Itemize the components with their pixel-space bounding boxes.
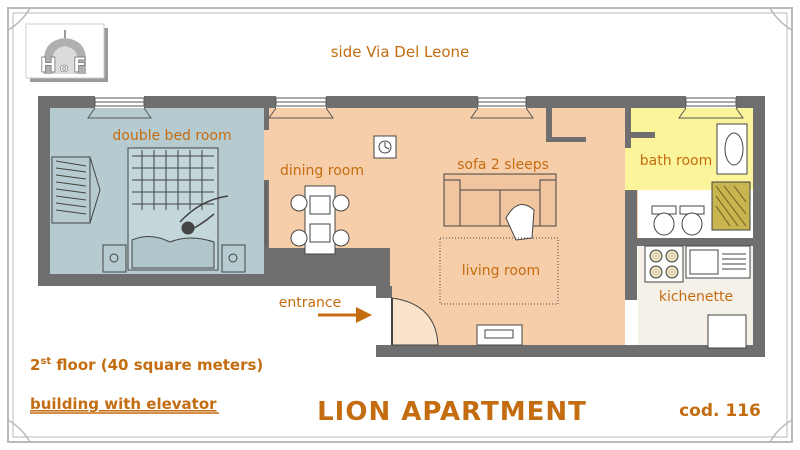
windows xyxy=(87,97,744,119)
apartment-title: LION APARTMENT xyxy=(317,397,587,427)
double-bed-icon xyxy=(127,147,229,271)
wardrobe-icon xyxy=(51,156,101,224)
floor-info: 2st floor (40 square meters) xyxy=(30,356,263,374)
label-bath-room: bath room xyxy=(640,153,713,169)
shower-tray-icon xyxy=(711,181,751,231)
clock-icon xyxy=(373,135,397,159)
rug-icon xyxy=(439,237,559,305)
window-dining xyxy=(268,97,334,119)
label-kitchenette: kichenette xyxy=(659,289,733,305)
street-label: side Via Del Leone xyxy=(331,43,470,61)
tv-cabinet-icon xyxy=(476,324,523,346)
bathtub-shower-icon xyxy=(716,123,748,175)
bidet-icon xyxy=(679,205,705,236)
dining-table-icon xyxy=(290,185,350,255)
floor-description: floor (40 square meters) xyxy=(51,356,263,374)
elevator-info: building with elevator xyxy=(30,395,217,413)
floor-suffix: st xyxy=(40,356,51,367)
label-dining-room: dining room xyxy=(280,163,364,179)
sink-icon xyxy=(685,245,751,279)
sofa-bed-icon xyxy=(443,173,557,241)
fridge-icon xyxy=(707,314,747,349)
label-sofa: sofa 2 sleeps xyxy=(457,157,549,173)
entrance-arrow-icon xyxy=(318,307,372,323)
logo-letter-f: F xyxy=(73,53,87,77)
logo-letter-h: H xyxy=(40,53,57,77)
decorative-frame xyxy=(7,7,793,443)
walls xyxy=(38,96,765,357)
hof-logo: H o F xyxy=(25,23,108,82)
entrance-door-icon xyxy=(391,297,439,346)
window-bedroom xyxy=(87,97,152,119)
nightstand-right-icon xyxy=(221,244,246,273)
toilet-icon xyxy=(651,205,677,236)
logo-letter-o: o xyxy=(60,61,68,75)
nightstand-left-icon xyxy=(102,244,127,273)
stove-icon xyxy=(644,245,684,283)
label-double-bed-room: double bed room xyxy=(112,128,231,144)
apartment-code: cod. 116 xyxy=(679,401,761,421)
floor-number: 2 xyxy=(30,356,40,374)
label-living-room: living room xyxy=(462,263,540,279)
window-bath xyxy=(678,97,744,119)
window-living xyxy=(470,97,534,119)
label-entrance: entrance xyxy=(279,295,342,311)
